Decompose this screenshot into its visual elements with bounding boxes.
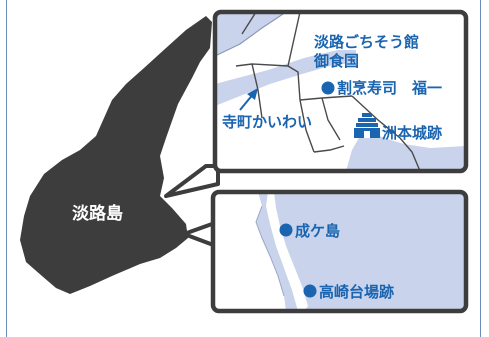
north-inset-water-lower bbox=[346, 132, 466, 171]
south-inset: 成ケ島 高崎台場跡 bbox=[210, 189, 469, 314]
place-label-narugashima: 成ケ島 bbox=[295, 222, 340, 240]
north-inset: 淡路ごちそう館 御食国 割烹寿司 福一 寺町かいわい 洲本城跡 bbox=[212, 9, 469, 174]
island-name-label: 淡路島 bbox=[72, 203, 123, 224]
south-inset-land-west bbox=[213, 192, 286, 311]
awaji-island-shape bbox=[20, 16, 212, 294]
south-inset-coastline bbox=[255, 205, 285, 297]
page-frame bbox=[6, 0, 481, 337]
place-dot-icon bbox=[321, 81, 335, 95]
place-label-sumoto-castle: 洲本城跡 bbox=[382, 124, 442, 142]
north-inset-coastline bbox=[214, 11, 287, 57]
north-inset-water-bay bbox=[215, 50, 356, 106]
place-label-gochisoukan-line1: 淡路ごちそう館 bbox=[314, 33, 419, 51]
north-inset-pointer bbox=[164, 164, 220, 198]
place-label-gochisoukan-line2: 御食国 bbox=[313, 52, 359, 70]
place-label-takasaki-daiba: 高崎台場跡 bbox=[319, 283, 394, 301]
south-inset-land-island bbox=[266, 192, 308, 311]
place-label-teramachi: 寺町かいわい bbox=[222, 113, 312, 131]
north-inset-water-upper bbox=[215, 12, 286, 56]
arrow-icon bbox=[239, 88, 258, 111]
place-label-fukuichi: 割烹寿司 福一 bbox=[337, 79, 442, 97]
place-dot-icon bbox=[303, 284, 317, 298]
north-inset-roads bbox=[235, 11, 421, 172]
place-dot-icon bbox=[279, 223, 293, 237]
castle-icon bbox=[354, 113, 380, 138]
